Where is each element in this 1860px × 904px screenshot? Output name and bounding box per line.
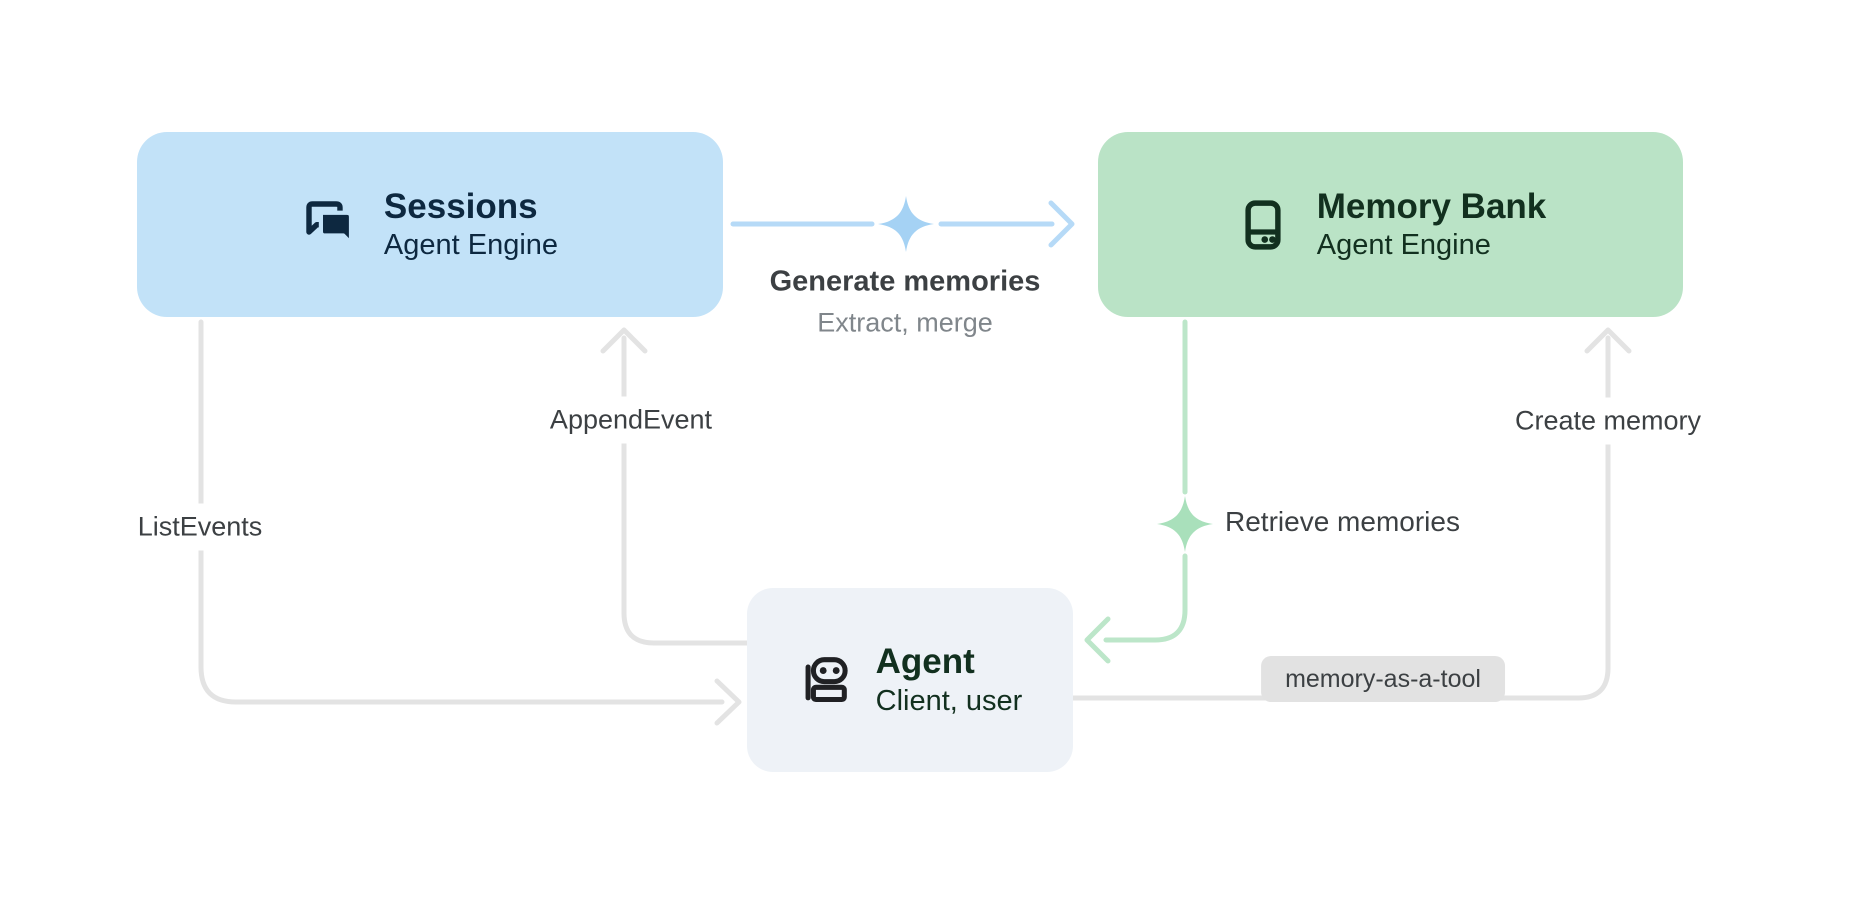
node-memory-bank-subtitle: Agent Engine xyxy=(1316,229,1491,262)
node-memory-bank-text: Memory Bank Agent Engine xyxy=(1317,186,1547,264)
edge-label-append-event: AppendEvent xyxy=(537,396,725,444)
edge-list-events-line xyxy=(198,319,725,705)
edge-create-memory xyxy=(1070,327,1632,701)
edge-retrieve-memories-line-bottom xyxy=(1103,553,1188,643)
chat-forum-icon xyxy=(306,200,354,245)
edge-retrieve-memories xyxy=(1084,319,1188,664)
node-agent-subtitle: Client, user xyxy=(875,684,1023,717)
edge-list-events xyxy=(198,319,742,726)
edge-label-generate-memories: Generate memories xyxy=(769,265,1041,298)
sparkle-icon xyxy=(878,196,934,252)
arrowhead-up-icon xyxy=(1584,327,1632,354)
memory-storage-icon xyxy=(1245,199,1281,250)
arrowhead-right-icon xyxy=(714,678,742,726)
node-sessions-subtitle: Agent Engine xyxy=(383,229,559,262)
node-sessions-text: Sessions Agent Engine xyxy=(384,186,558,264)
node-memory-bank: Memory Bank Agent Engine xyxy=(1098,132,1683,317)
node-sessions: Sessions Agent Engine xyxy=(137,132,723,317)
node-agent-title: Agent xyxy=(875,642,975,682)
sparkle-icon xyxy=(1157,496,1213,552)
node-memory-bank-title: Memory Bank xyxy=(1316,186,1547,226)
edge-append-event-line xyxy=(621,335,750,646)
edge-append-event xyxy=(600,327,750,646)
memory-as-a-tool-badge: memory-as-a-tool xyxy=(1261,656,1505,702)
edge-create-memory-line xyxy=(1070,335,1611,701)
node-sessions-title: Sessions xyxy=(383,186,538,226)
arrowhead-up-icon xyxy=(600,327,648,354)
node-agent-text: Agent Client, user xyxy=(876,641,1023,719)
arrowhead-right-icon xyxy=(1048,200,1075,248)
edge-label-create-memory: Create memory xyxy=(1502,397,1714,445)
edge-label-list-events: ListEvents xyxy=(125,503,275,551)
edge-label-retrieve-memories: Retrieve memories xyxy=(1225,506,1460,537)
node-agent: Agent Client, user xyxy=(747,588,1073,772)
arrowhead-left-icon xyxy=(1084,616,1111,664)
edge-sublabel-extract-merge: Extract, merge xyxy=(817,307,993,338)
robot-icon xyxy=(805,657,848,703)
edge-generate-memories xyxy=(730,200,1075,248)
